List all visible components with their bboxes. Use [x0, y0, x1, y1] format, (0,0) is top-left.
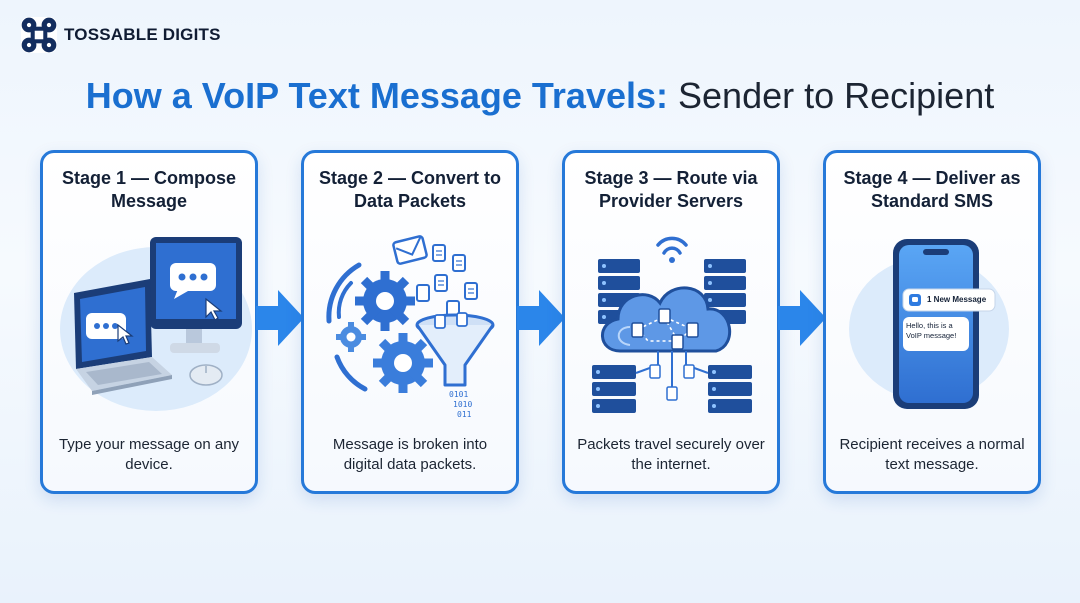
stage-description: Message is broken into digital data pack… — [332, 436, 488, 473]
stage-card-4: Stage 4 — Deliver as Standard SMS 1 New … — [823, 150, 1041, 494]
brand: TOSSABLE DIGITS — [20, 16, 221, 54]
cloud-servers-icon — [592, 236, 752, 413]
arrow-right-icon — [778, 290, 826, 346]
smartphone-notification-icon — [849, 239, 1009, 409]
svg-text:1010: 1010 — [453, 400, 472, 409]
title-highlight: How a VoIP Text Message Travels: — [85, 75, 669, 116]
laptop-monitor-chat-icon — [60, 237, 252, 411]
svg-text:0101: 0101 — [449, 390, 468, 399]
title-rest: Sender to Recipient — [668, 75, 995, 116]
stage-description: Recipient receives a normal text message… — [839, 436, 1025, 473]
command-key-icon — [20, 16, 58, 54]
stage-title: Stage 3 — Route via Provider Servers — [584, 168, 758, 211]
stage-card-2: Stage 2 — Convert to Data Packets — [301, 150, 519, 494]
arrow-right-icon — [256, 290, 304, 346]
arrow-right-icon — [517, 290, 565, 346]
page-title: How a VoIP Text Message Travels: Sender … — [0, 74, 1080, 118]
brand-name: TOSSABLE DIGITS — [64, 25, 221, 44]
stage-title: Stage 2 — Convert to Data Packets — [318, 168, 502, 211]
message-bubble-text: Hello, this is a VoIP message! — [906, 321, 957, 340]
gears-funnel-packets-icon: 0101 1010 011 — [326, 235, 495, 419]
stage-description: Type your message on any device. — [58, 436, 240, 473]
stage-card-1: Stage 1 — Compose Message Type your mess… — [40, 150, 258, 494]
svg-text:011: 011 — [457, 410, 472, 419]
smartphone-illustration: 1 New Message Hello, this is a VoIP mess… — [829, 225, 1035, 421]
notification-text: 1 New Message — [927, 295, 987, 304]
stage-title: Stage 4 — Deliver as Standard SMS — [843, 168, 1021, 211]
stage-title: Stage 1 — Compose Message — [61, 168, 237, 211]
stage-card-3: Stage 3 — Route via Provider Servers — [562, 150, 780, 494]
stage-description: Packets travel securely over the interne… — [577, 436, 765, 473]
